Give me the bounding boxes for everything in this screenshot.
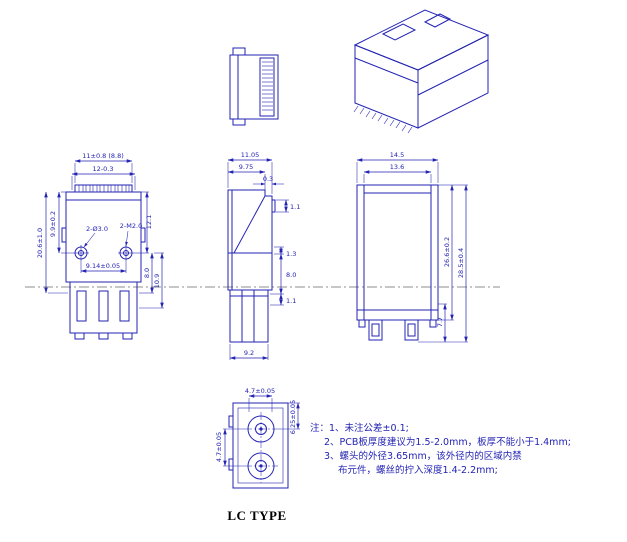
dim-screw-spacing: 9.14±0.05 <box>86 262 120 270</box>
note-line-2: 2、PCB板厚度建议为1.5-2.0mm，板厚不能小于1.4mm; <box>324 436 571 448</box>
screw-hole-left <box>73 245 89 261</box>
front-view-dims: 11±0.8 (8.8) 12-0.3 9.9±0.2 20.6±1.0 12.… <box>36 152 164 309</box>
side-view-dims: 11.05 9.75 0.3 1.1 1.3 8.0 1.1 9.2 <box>227 151 300 360</box>
dim-port-pitch: 4.7±0.05 <box>215 432 223 462</box>
bottom-view <box>228 402 289 489</box>
screw-hole-right <box>118 245 134 261</box>
latch-detail-2 <box>423 13 452 28</box>
dim-pin-length: 8.0 <box>286 271 296 279</box>
dim-height-total: 28.5±0.4 <box>457 248 465 278</box>
front-view <box>61 184 146 340</box>
dim-base-depth: 9.2 <box>244 349 254 357</box>
dim-leg-len1: 8.0 <box>143 268 151 278</box>
dim-width-total: 14.5 <box>390 151 404 159</box>
dim-pin-gap: 1.3 <box>286 250 296 258</box>
note-line-1: 注：1、未注公差±0.1; <box>310 422 409 434</box>
back-view <box>356 184 439 341</box>
dim-height-total: 20.6±1.0 <box>36 228 44 258</box>
callout-screw-head: 2-Ø3.0 <box>86 225 108 233</box>
side-view <box>227 189 276 343</box>
notes: 注：1、未注公差±0.1; 2、PCB板厚度建议为1.5-2.0mm，板厚不能小… <box>310 422 571 476</box>
pin-comb <box>262 61 273 111</box>
dim-pin-width: 11±0.8 (8.8) <box>82 152 124 160</box>
dim-shield-width: 12-0.3 <box>93 165 114 173</box>
dim-port-width: 4.7±0.05 <box>245 387 275 395</box>
latch-detail <box>381 23 417 41</box>
callout-screw-thread: 2-M2.0 <box>120 222 142 230</box>
isometric-view <box>353 9 490 134</box>
note-line-3: 3、螺头的外径3.65mm，该外径内的区域内禁 <box>324 450 522 462</box>
dim-leg-height: 7.7 <box>436 317 444 327</box>
dim-tab-bottom: 1.1 <box>286 297 296 305</box>
iso-pin-comb <box>353 105 413 134</box>
dim-height-top: 9.9±0.2 <box>49 211 57 237</box>
front-pin-row <box>78 185 130 192</box>
dim-height-right: 12.1 <box>145 215 153 229</box>
dim-width-body: 13.6 <box>390 163 404 171</box>
dim-depth-body: 9.75 <box>239 163 253 171</box>
bottom-view-dims: 4.7±0.05 6.25±0.05 4.7±0.05 <box>215 387 300 467</box>
note-line-4: 布元件，螺丝的拧入深度1.4-2.2mm; <box>338 464 498 476</box>
dim-port-offset: 6.25±0.05 <box>289 400 297 434</box>
back-view-dims: 14.5 13.6 26.6±0.2 28.5±0.4 7.7 <box>356 151 468 343</box>
dim-lip: 0.3 <box>263 175 273 183</box>
dim-leg-len2: 10.9 <box>153 274 161 288</box>
drawing-title: LC TYPE <box>227 508 286 523</box>
dim-height-body: 26.6±0.2 <box>443 237 451 267</box>
dim-tab-top: 1.1 <box>290 203 300 211</box>
dim-depth-total: 11.05 <box>241 151 260 159</box>
top-side-view <box>229 47 279 126</box>
